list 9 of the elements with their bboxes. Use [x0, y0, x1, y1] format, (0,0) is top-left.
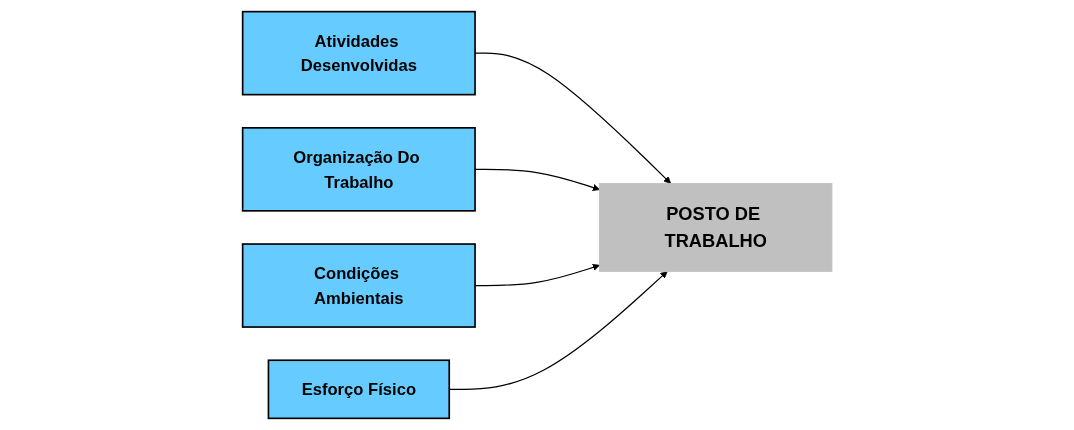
- arrow: [474, 263, 600, 287]
- node-box: Esforço Físico: [267, 359, 450, 420]
- arrow: [474, 168, 600, 192]
- node-box: Atividades Desenvolvidas: [241, 10, 476, 96]
- node-box: Condições Ambientais: [241, 243, 476, 328]
- node-box: Organização Do Trabalho: [241, 127, 476, 212]
- node-box: POSTO DE TRABALHO: [598, 183, 833, 272]
- arrow: [448, 271, 668, 390]
- arrow: [474, 52, 671, 184]
